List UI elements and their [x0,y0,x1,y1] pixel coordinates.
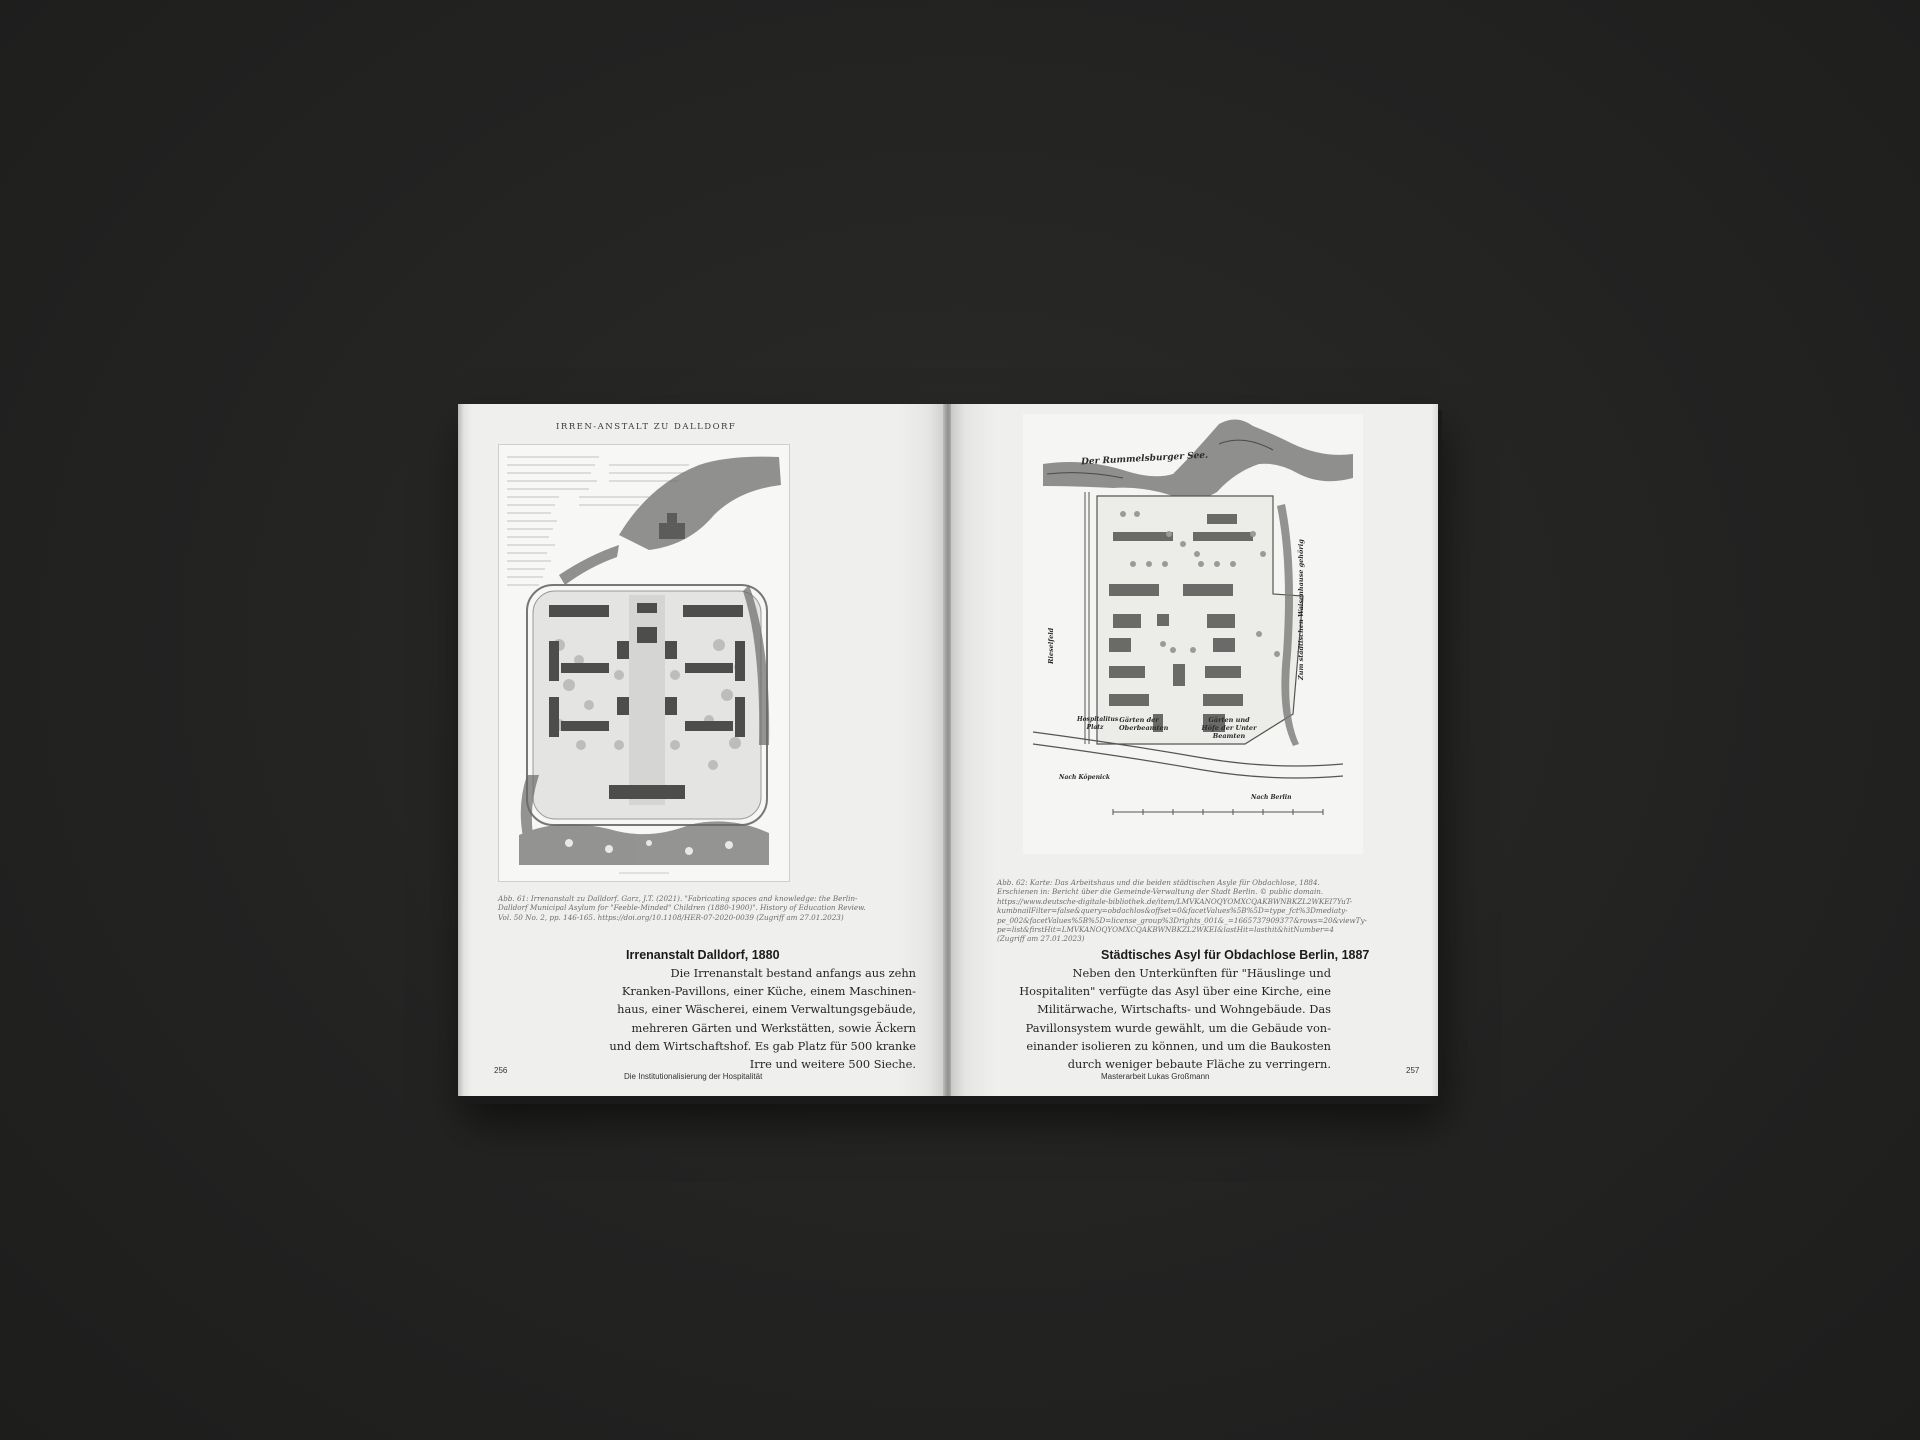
map-label-garden-left: Gärten der Oberbeamten [1119,716,1169,732]
map-label-field: Rieselfeld [1047,627,1055,664]
map-title: IRREN-ANSTALT ZU DALLDORF [556,422,737,432]
right-section-heading: Städtisches Asyl für Obdachlose Berlin, … [1101,948,1370,962]
body-line: mehreren Gärten und Werkstätten, sowie Ä… [631,1020,916,1035]
body-line: Pavillonsystem wurde gewählt, um die Geb… [1025,1020,1331,1035]
right-page: Der Rummelsburger See. Zum städtischen W… [951,404,1438,1096]
caption-line: Erschienen in: Bericht über die Gemeinde… [997,887,1324,897]
left-body-text: Die Irrenanstalt bestand anfangs aus zeh… [486,964,916,1073]
body-line: einander isolieren zu können, und um die… [1026,1038,1331,1053]
left-figure-caption: Abb. 61: Irrenanstalt zu Dalldorf. Garz,… [498,894,866,922]
body-line: haus, einer Wäscherei, einem Verwaltungs… [617,1002,916,1017]
caption-line: https://www.deutsche-digitale-bibliothek… [997,896,1353,906]
open-book: IRREN-ANSTALT ZU DALLDORF [458,404,1442,1104]
body-line: Neben den Unterkünften für "Häuslinge un… [1072,966,1331,980]
map-label-road-left: Nach Köpenick [1059,774,1111,781]
map-label-side: Zum städtischen Waisenhause gehörig [1297,539,1305,680]
body-line: Hospitaliten" verfügte das Asyl über ein… [1019,984,1331,999]
dalldorf-plan-drawing [499,445,789,881]
caption-line: Vol. 50 No. 2, pp. 146-165. https://doi.… [498,912,844,922]
body-line: durch weniger bebaute Fläche zu verringe… [1067,1057,1331,1072]
caption-line: kumbnailFilter=false&query=obdachlos&off… [997,906,1348,916]
right-figure-caption: Abb. 62: Karte: Das Arbeitshaus und die … [997,878,1367,944]
asyl-map-drawing [1032,419,1353,815]
page-number: 256 [494,1066,508,1075]
body-line: Kranken-Pavillons, einer Küche, einem Ma… [621,984,916,999]
caption-line: pe=list&firstHit=LMVKANOQYOMXCQAKBWNBKZL… [997,925,1334,935]
body-line: Die Irrenanstalt bestand anfangs aus zeh… [670,966,916,980]
body-line: und dem Wirtschaftshof. Es gab Platz für… [609,1038,916,1053]
caption-line: Dalldorf Municipal Asylum for "Feeble-Mi… [498,903,866,913]
body-line: Militärwache, Wirtschafts- und Wohngebäu… [1037,1002,1331,1017]
left-page: IRREN-ANSTALT ZU DALLDORF [458,404,945,1096]
dalldorf-site-plan [498,444,790,882]
right-body-text: Neben den Unterkünften für "Häuslinge un… [991,964,1331,1073]
body-line: Irre und weitere 500 Sieche. [749,1057,916,1072]
caption-line: pe_002&facetValues%5B%5D=license_group%3… [997,915,1367,925]
map-label-road-right: Nach Berlin [1251,794,1292,801]
asyl-site-map [1023,414,1363,854]
left-section-heading: Irrenanstalt Dalldorf, 1880 [626,948,780,962]
caption-line: Abb. 61: Irrenanstalt zu Dalldorf. Garz,… [498,894,858,903]
map-label-hosp: Hospitalitus Platz [1077,716,1119,731]
running-footer: Die Institutionalisierung der Hospitalit… [624,1072,763,1081]
book-gutter [943,404,953,1096]
running-footer: Masterarbeit Lukas Großmann [1101,1072,1210,1081]
caption-line: (Zugriff am 27.01.2023) [997,934,1085,944]
caption-line: Abb. 62: Karte: Das Arbeitshaus und die … [997,878,1320,887]
map-label-garden-right: Gärten und Höfe der Unter Beamten [1201,716,1257,740]
page-number: 257 [1406,1066,1420,1075]
